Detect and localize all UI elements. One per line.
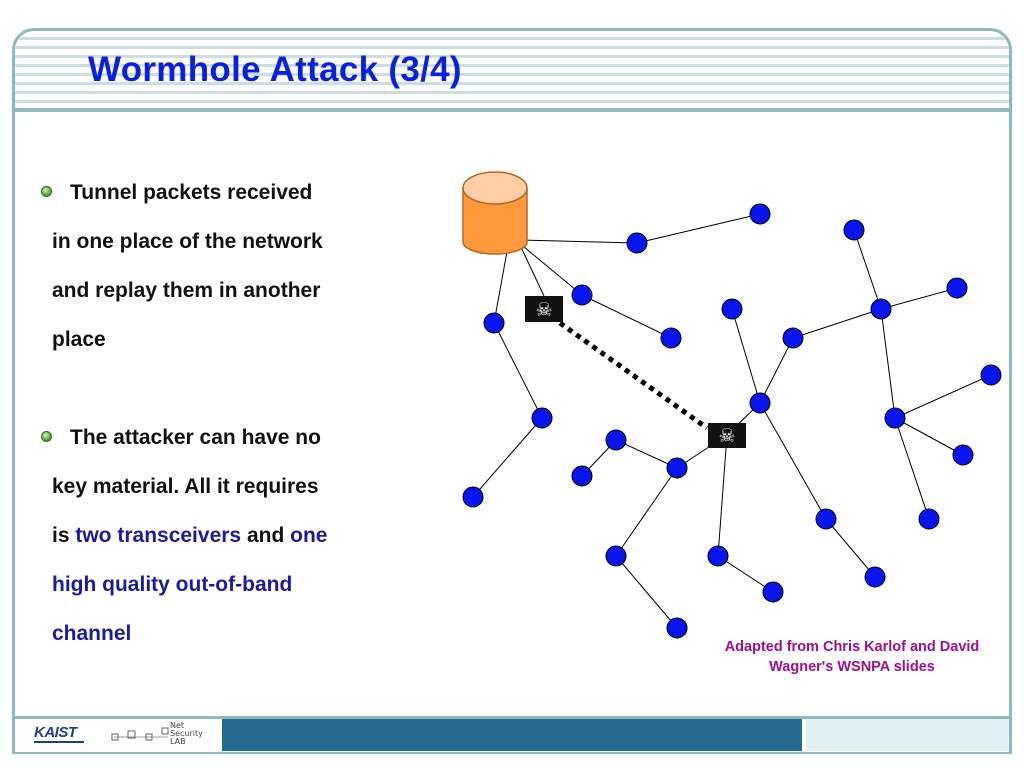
- bullet-line: in one place of the network: [52, 230, 323, 253]
- network-link: [880, 308, 896, 419]
- footer-divider: [15, 716, 1009, 719]
- network-link: [615, 555, 678, 629]
- network-link: [880, 287, 958, 310]
- lab-logo-line: Security: [170, 729, 203, 738]
- credit-line: Wagner's WSNPA slides: [769, 659, 935, 675]
- bullet-line: place: [52, 328, 106, 351]
- network-link: [493, 322, 543, 419]
- network-link: [636, 213, 761, 244]
- header-divider: [15, 108, 1009, 112]
- bullet-line-mixed: is two transceivers and one: [40, 524, 327, 547]
- network-link: [717, 555, 774, 593]
- sensor-node: [483, 312, 505, 334]
- network-link: [517, 241, 583, 296]
- bullet-icon: [41, 186, 52, 198]
- sensor-node: [666, 457, 688, 479]
- sensor-node: [980, 364, 1002, 386]
- sensor-node: [749, 392, 771, 414]
- sensor-node: [571, 465, 593, 487]
- sensor-node: [462, 486, 484, 508]
- sensor-node: [762, 581, 784, 603]
- skull-crossbones-icon: ☠: [718, 426, 735, 447]
- network-link: [731, 308, 761, 404]
- network-link: [853, 229, 882, 310]
- header-stripes: [15, 31, 1009, 111]
- network-link: [825, 518, 876, 578]
- network-link: [759, 402, 827, 520]
- bullet-line: key material. All it requires: [52, 475, 319, 498]
- highlight-channel-word: channel: [52, 622, 132, 645]
- bullet-item-attacker: The attacker can have no key material. A…: [40, 413, 400, 658]
- sensor-node: [946, 277, 968, 299]
- bullet-icon: [41, 431, 52, 443]
- lab-logo-icon: [111, 727, 169, 741]
- sensor-node: [626, 232, 648, 254]
- wormhole-tunnel: [558, 320, 709, 431]
- footer-light-panel: [806, 719, 1009, 751]
- attacker-node-2: ☠: [708, 423, 746, 448]
- network-link: [717, 434, 728, 557]
- sensor-node: [666, 617, 688, 639]
- network-link: [615, 439, 678, 469]
- base-station-icon: [462, 171, 528, 255]
- network-link: [894, 417, 964, 456]
- skull-crossbones-icon: ☠: [535, 300, 552, 321]
- bullet-line: Tunnel packets received: [70, 181, 313, 204]
- footer-bar: [222, 719, 802, 751]
- sensor-node: [952, 444, 974, 466]
- sensor-node: [721, 298, 743, 320]
- sensor-node: [707, 545, 729, 567]
- slide-frame: [12, 28, 1012, 754]
- bullet-text: is: [52, 524, 76, 547]
- network-link: [493, 245, 509, 324]
- highlight-transceivers: two transceivers: [75, 524, 242, 547]
- slide-title: Wormhole Attack (3/4): [88, 50, 462, 89]
- sensor-node: [749, 203, 771, 225]
- sensor-node: [918, 508, 940, 530]
- highlight-channel-line: high quality out-of-band: [52, 573, 293, 596]
- network-nodes: [462, 203, 1002, 639]
- network-link: [519, 239, 638, 244]
- bullet-text: and: [241, 524, 291, 547]
- network-link: [615, 467, 678, 557]
- bullet-list: Tunnel packets received in one place of …: [40, 168, 400, 658]
- bullet-line: and replay them in another: [52, 279, 321, 302]
- network-link: [472, 417, 543, 498]
- lab-logo-text: Net Security LAB: [170, 722, 203, 746]
- sensor-node: [815, 508, 837, 530]
- lab-logo-line: LAB: [170, 737, 186, 746]
- network-link: [519, 244, 545, 297]
- attacker-node-1: ☠: [525, 296, 563, 322]
- sensor-node: [605, 429, 627, 451]
- sensor-node: [884, 407, 906, 429]
- credit-note: Adapted from Chris Karlof and David Wagn…: [700, 637, 1004, 677]
- sensor-node: [843, 219, 865, 241]
- sensor-node: [870, 298, 892, 320]
- sensor-node: [864, 566, 886, 588]
- bullet-line: The attacker can have no: [70, 426, 321, 449]
- network-link: [581, 294, 672, 339]
- network-link: [894, 417, 930, 520]
- sensor-node: [531, 407, 553, 429]
- sensor-node: [571, 284, 593, 306]
- sensor-node: [782, 327, 804, 349]
- sensor-node: [605, 545, 627, 567]
- network-link: [792, 308, 882, 339]
- credit-line: Adapted from Chris Karlof and David: [724, 639, 980, 655]
- kaist-logo: KAIST: [34, 724, 84, 743]
- network-link: [894, 374, 992, 419]
- sensor-node: [660, 327, 682, 349]
- bullet-item-tunnel: Tunnel packets received in one place of …: [40, 168, 400, 364]
- network-edges: [472, 213, 992, 629]
- lab-logo-line: Net: [170, 721, 185, 730]
- highlight-one: one: [290, 524, 328, 547]
- network-link: [759, 337, 794, 404]
